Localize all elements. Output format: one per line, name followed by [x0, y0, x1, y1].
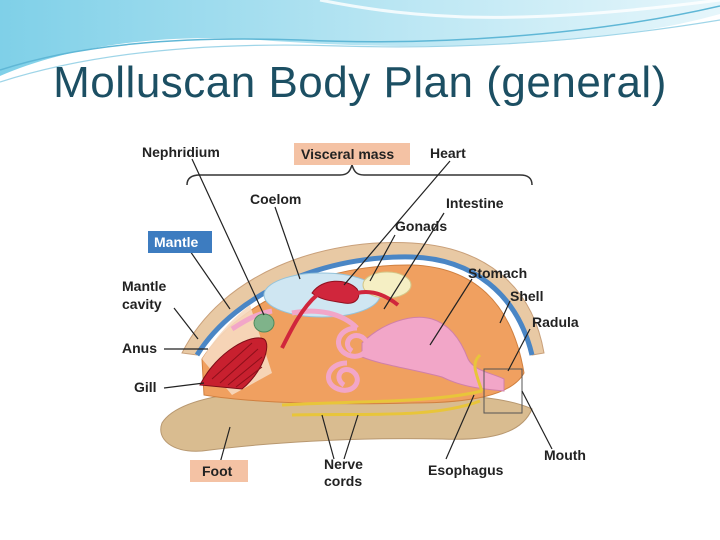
- heart-vessel: [356, 290, 400, 307]
- leader-nerve-cords: [343, 414, 359, 460]
- leader-nerve-cords: [321, 414, 335, 460]
- label-stomach: Stomach: [468, 265, 527, 281]
- leader-stomach: [429, 278, 473, 346]
- mantle-shape: [194, 254, 535, 357]
- label-nephridium: Nephridium: [142, 144, 220, 160]
- leader-mantle: [189, 250, 231, 310]
- label-coelom: Coelom: [250, 191, 301, 207]
- visceral-mass-brace: [186, 162, 533, 186]
- label-shell: Shell: [510, 288, 543, 304]
- leader-nephridium: [191, 158, 265, 316]
- leader-gonads: [369, 234, 396, 282]
- leader-coelom: [274, 206, 301, 280]
- label-intestine: Intestine: [446, 195, 504, 211]
- label-nerve-cords-line2: cords: [324, 473, 362, 489]
- heart-vessel: [280, 293, 319, 349]
- leader-mouth: [521, 390, 553, 450]
- slide-title: Molluscan Body Plan (general): [53, 58, 667, 107]
- mantle-label-box: [148, 231, 212, 253]
- leader-shell: [499, 300, 511, 324]
- title-swoosh-decoration: [0, 0, 720, 83]
- label-esophagus: Esophagus: [428, 462, 504, 478]
- intestine-shape: [230, 308, 370, 393]
- label-heart: Heart: [430, 145, 466, 161]
- label-mantle-cavity-line2: cavity: [122, 296, 162, 312]
- nerve-cords-shape: [281, 353, 484, 417]
- leader-heart: [343, 160, 451, 286]
- label-nerve-cords-line1: Nerve: [324, 456, 363, 472]
- label-mantle-cavity-line1: Mantle: [122, 278, 167, 294]
- leader-esophagus: [445, 394, 475, 460]
- label-gonads: Gonads: [395, 218, 447, 234]
- stomach-shape: [361, 316, 505, 392]
- label-anus: Anus: [122, 340, 157, 356]
- leader-radula: [507, 328, 531, 372]
- leader-gill: [163, 382, 205, 389]
- mollusc-diagram: Nephridium Visceral mass Heart Coelom In…: [112, 133, 602, 493]
- leader-foot: [219, 426, 231, 464]
- label-foot: Foot: [202, 463, 233, 479]
- foot-label-box: [190, 460, 248, 482]
- leader-mantle-cavity: [173, 307, 199, 340]
- label-mouth: Mouth: [544, 447, 586, 463]
- visceral-mass-label-box: [294, 143, 410, 165]
- label-visceral-mass: Visceral mass: [301, 146, 394, 162]
- heart-shape: [311, 280, 360, 304]
- label-gill: Gill: [134, 379, 157, 395]
- nephridium-shape: [253, 313, 275, 333]
- label-mantle: Mantle: [154, 234, 199, 250]
- leader-intestine: [383, 212, 445, 310]
- label-radula: Radula: [532, 314, 579, 330]
